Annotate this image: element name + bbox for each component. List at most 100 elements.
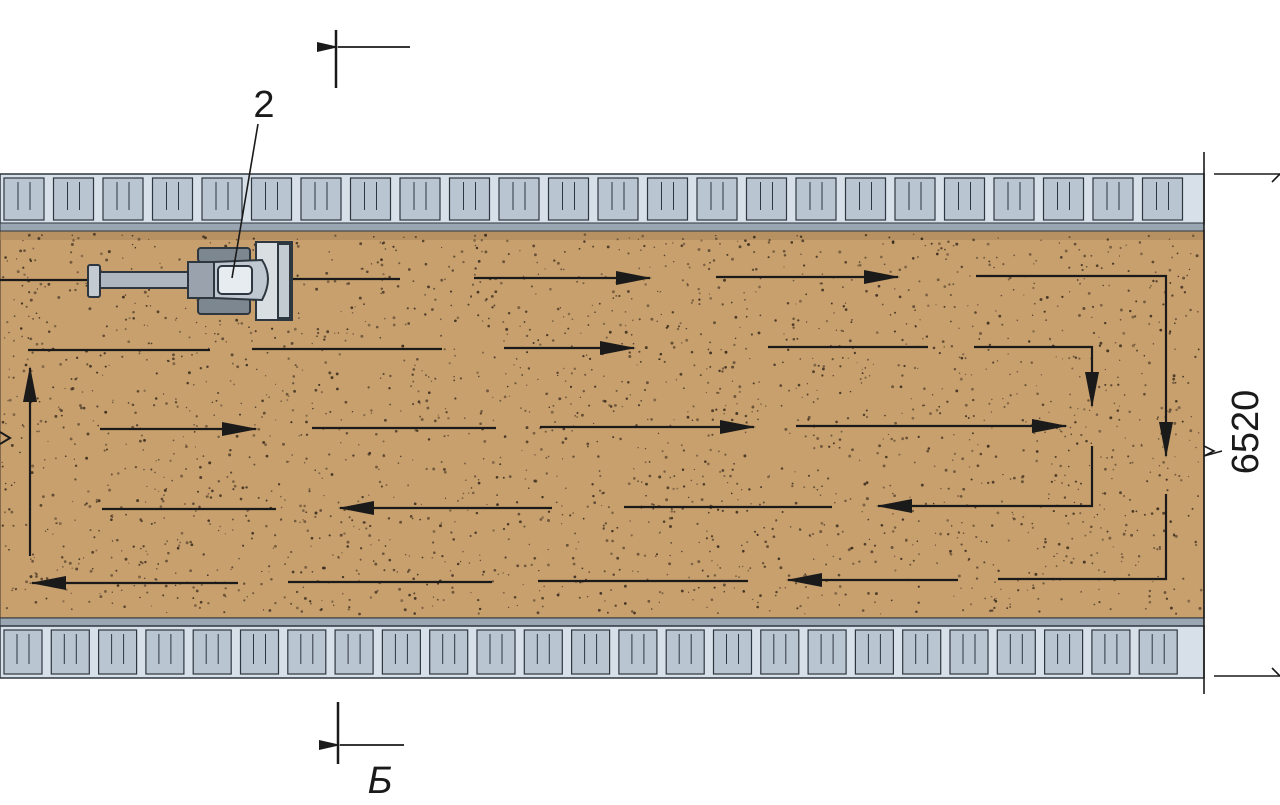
curb-block <box>618 629 658 675</box>
curb-block-groove <box>678 634 692 664</box>
roller-pass-lines <box>0 270 1173 590</box>
pavement-edge-top <box>0 230 1204 240</box>
curb-block <box>547 177 590 221</box>
curb-block-groove <box>1057 182 1070 210</box>
curb-block-groove <box>1151 634 1165 664</box>
curb-block <box>807 629 847 675</box>
roller-cab-window <box>217 265 253 295</box>
curb-block-groove <box>265 182 278 210</box>
curb-block-groove <box>584 634 598 664</box>
curb-block-groove <box>1104 634 1118 664</box>
curb-block-groove <box>253 634 266 664</box>
curb-block <box>894 177 936 221</box>
curb-block <box>902 629 942 675</box>
curb-block-groove <box>364 182 377 210</box>
section-mark-bottom <box>319 702 404 764</box>
pass-turn-arrow-outer <box>976 274 1173 458</box>
curb-block <box>597 177 639 221</box>
curb-block <box>145 629 185 675</box>
curb-block-groove <box>205 634 219 664</box>
curb-block-groove <box>489 634 503 664</box>
pass-turn-return-outer <box>998 494 1168 581</box>
curb-block-groove <box>1057 634 1071 664</box>
curb-block <box>349 177 392 221</box>
curb-block <box>712 629 753 675</box>
curb-block <box>287 629 327 675</box>
curb-block <box>745 177 788 221</box>
curb-block-groove <box>413 182 427 210</box>
curb-block-groove <box>859 182 872 210</box>
curb-block-groove <box>562 182 575 210</box>
curb-block-groove <box>962 634 976 664</box>
left-edge-chevron <box>0 431 12 445</box>
curb-block <box>1138 629 1178 675</box>
curb-block-groove <box>300 634 314 664</box>
curb-block-groove <box>773 634 787 664</box>
curb-block-groove <box>1009 634 1023 664</box>
curb-block <box>3 629 43 675</box>
curb-block <box>795 177 837 221</box>
curb-block-groove <box>867 634 881 664</box>
curb-block <box>97 629 138 675</box>
curb-block <box>570 629 611 675</box>
curb-block-groove <box>1106 182 1120 210</box>
curb-block-groove <box>1007 182 1021 210</box>
curb-block-groove <box>726 634 739 664</box>
curb-block <box>665 629 705 675</box>
curb-block <box>844 177 887 221</box>
curb-block <box>50 629 90 675</box>
curb-block-groove <box>915 634 929 664</box>
curb-block <box>996 629 1036 675</box>
curb-block <box>102 177 144 221</box>
curb-block-groove <box>536 634 550 664</box>
roller-drum-plate <box>277 243 291 319</box>
curb-block <box>1092 177 1134 221</box>
curb-block <box>201 177 243 221</box>
curb-block-groove <box>512 182 526 210</box>
curb-block <box>1141 177 1184 221</box>
curb-block <box>151 177 194 221</box>
curb-block <box>943 177 986 221</box>
section-mark-top <box>317 30 410 88</box>
curb-block <box>192 629 232 675</box>
curb-block-groove <box>1156 182 1169 210</box>
section-label-b: Б <box>368 760 393 800</box>
curb-block-groove <box>347 634 361 664</box>
roller-drawbar-end <box>87 264 101 298</box>
pass-turn-arrow-inner <box>974 345 1099 408</box>
curb-block-groove <box>158 634 172 664</box>
curb-block <box>646 177 689 221</box>
curb-block <box>476 629 516 675</box>
curb-block <box>523 629 563 675</box>
roller-wheel-bottom <box>197 297 251 315</box>
curb-block-groove <box>394 634 408 664</box>
curb-block <box>239 629 280 675</box>
width-dimension-value: 6520 <box>1225 390 1267 475</box>
curb-block <box>448 177 491 221</box>
curb-block-groove <box>631 634 645 664</box>
curb-block <box>52 177 95 221</box>
curb-block-groove <box>611 182 625 210</box>
pavement-texture <box>1 232 1203 616</box>
pass-turn-return-inner <box>876 446 1094 513</box>
curb-block-groove <box>67 182 80 210</box>
curb-block-groove <box>463 182 476 210</box>
curb-block-groove <box>809 182 823 210</box>
curb-block-groove <box>760 182 773 210</box>
curb-block <box>696 177 738 221</box>
curb-block <box>429 629 469 675</box>
curb-block <box>3 177 45 221</box>
curb-block-groove <box>710 182 724 210</box>
callout-leader-line <box>231 123 259 279</box>
top-curb-row <box>0 173 1205 232</box>
curb-block-groove <box>16 634 30 664</box>
curb-block-groove <box>215 182 229 210</box>
roller-body <box>187 261 215 299</box>
curb-block <box>399 177 441 221</box>
curb-block-groove <box>958 182 971 210</box>
curb-block <box>381 629 421 675</box>
curb-block-groove <box>661 182 674 210</box>
curb-block-groove <box>17 182 31 210</box>
